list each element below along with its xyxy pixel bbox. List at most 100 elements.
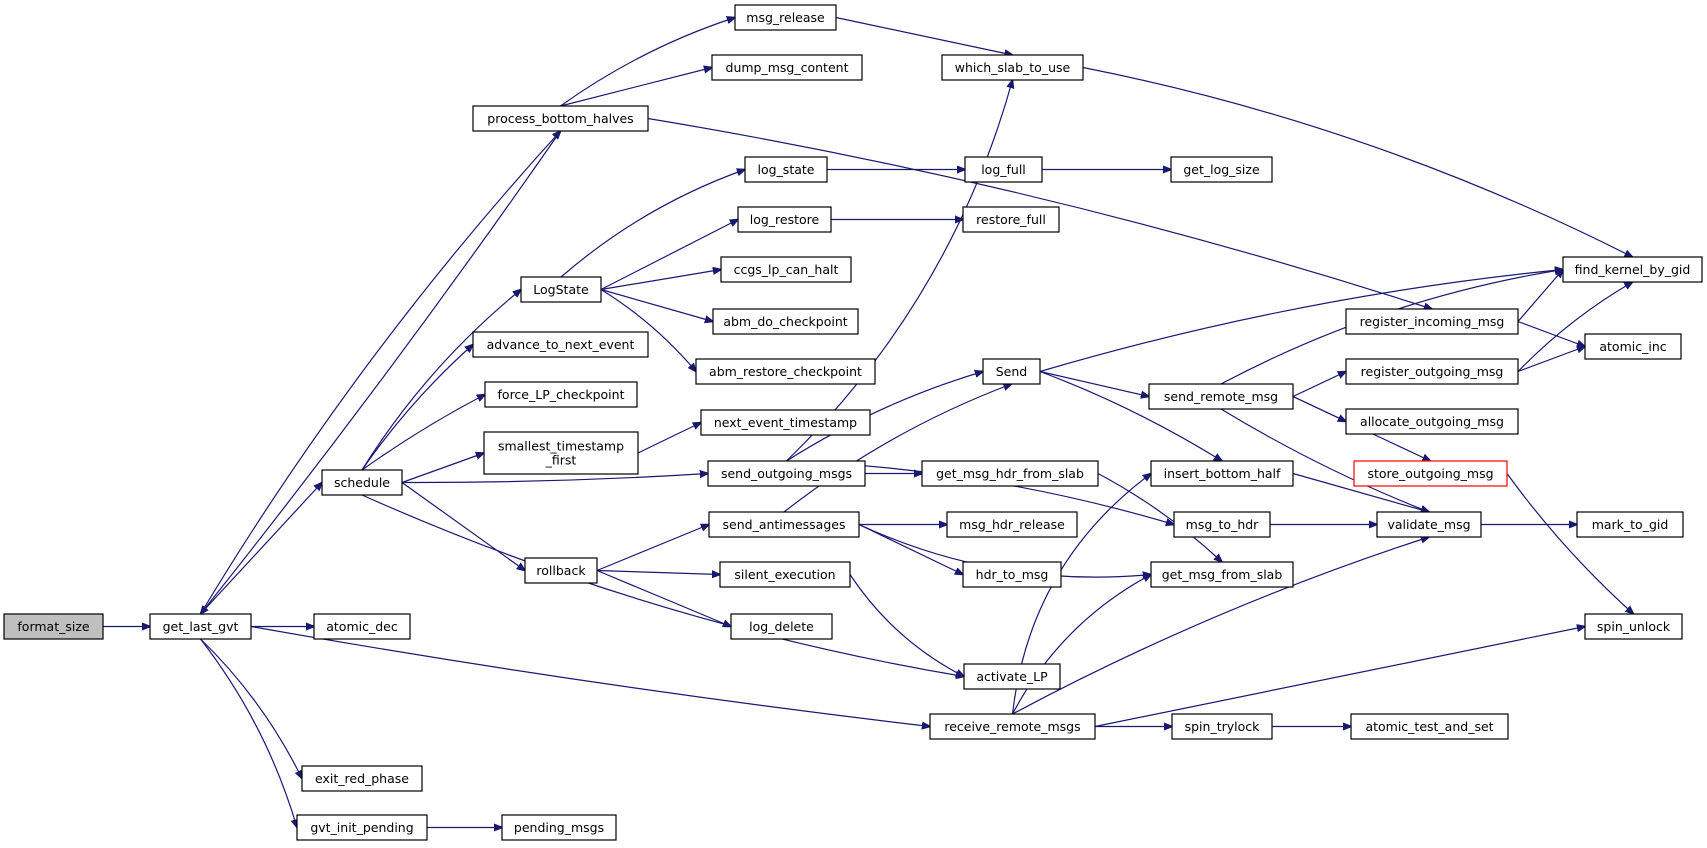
node-activate_LP[interactable]: activate_LP <box>963 663 1061 690</box>
node-allocate_outgoing_msg[interactable]: allocate_outgoing_msg <box>1345 408 1519 435</box>
node-label-silent_execution: silent_execution <box>734 567 835 582</box>
node-LogState[interactable]: LogState <box>520 276 602 303</box>
node-box-schedule <box>321 469 403 496</box>
edge-schedule-to-smallest_timestamp_first <box>401 453 484 484</box>
edge-register_incoming_msg-to-find_kernel_by_gid <box>1517 270 1563 322</box>
node-label-atomic_test_and_set: atomic_test_and_set <box>1365 719 1493 734</box>
node-label-log_full: log_full <box>981 162 1026 177</box>
node-log_restore[interactable]: log_restore <box>737 206 832 233</box>
edge-msg_release-to-which_slab_to_use <box>835 16 1013 56</box>
node-label-gvt_init_pending: gvt_init_pending <box>310 820 413 835</box>
node-register_outgoing_msg[interactable]: register_outgoing_msg <box>1345 358 1519 385</box>
node-spin_trylock[interactable]: spin_trylock <box>1171 713 1273 740</box>
node-find_kernel_by_gid[interactable]: find_kernel_by_gid <box>1562 256 1703 283</box>
node-gvt_init_pending[interactable]: gvt_init_pending <box>296 814 428 841</box>
node-get_log_size[interactable]: get_log_size <box>1170 156 1273 183</box>
node-log_full[interactable]: log_full <box>964 156 1043 183</box>
node-label-msg_release: msg_release <box>746 10 825 25</box>
edge-register_incoming_msg-to-atomic_inc <box>1517 320 1585 347</box>
node-get_msg_from_slab[interactable]: get_msg_from_slab <box>1150 561 1294 588</box>
node-box-send_outgoing_msgs <box>707 460 866 487</box>
node-validate_msg[interactable]: validate_msg <box>1376 511 1482 538</box>
node-process_bottom_halves[interactable]: process_bottom_halves <box>472 105 649 132</box>
node-label-msg_hdr_release: msg_hdr_release <box>959 517 1065 532</box>
node-box-mark_to_gid <box>1576 511 1684 538</box>
node-send_antimessages[interactable]: send_antimessages <box>708 511 860 538</box>
node-schedule[interactable]: schedule <box>321 469 403 496</box>
node-box-smallest_timestamp_first <box>483 431 639 475</box>
node-send_outgoing_msgs[interactable]: send_outgoing_msgs <box>707 460 866 487</box>
edge-LogState-to-abm_do_checkpoint <box>600 288 713 322</box>
node-abm_do_checkpoint[interactable]: abm_do_checkpoint <box>712 308 859 335</box>
node-box-log_restore <box>737 206 832 233</box>
edge-smallest_timestamp_first-to-next_event_timestamp <box>637 423 701 454</box>
node-get_msg_hdr_from_slab[interactable]: get_msg_hdr_from_slab <box>921 460 1099 487</box>
node-msg_hdr_release[interactable]: msg_hdr_release <box>946 511 1078 538</box>
node-box-get_last_gvt <box>149 613 252 640</box>
node-send_remote_msg[interactable]: send_remote_msg <box>1148 383 1294 410</box>
edge-send_remote_msg-to-register_outgoing_msg <box>1292 372 1346 398</box>
edge-get_last_gvt-to-schedule <box>200 483 323 615</box>
node-label-spin_unlock: spin_unlock <box>1597 619 1671 634</box>
node-register_incoming_msg[interactable]: register_incoming_msg <box>1345 308 1519 335</box>
node-box-hdr_to_msg <box>962 561 1062 588</box>
node-advance_to_next_event[interactable]: advance_to_next_event <box>472 331 649 358</box>
node-receive_remote_msgs[interactable]: receive_remote_msgs <box>929 713 1096 740</box>
node-msg_to_hdr[interactable]: msg_to_hdr <box>1173 511 1271 538</box>
node-box-msg_release <box>734 4 837 31</box>
node-box-exit_red_phase <box>301 765 423 792</box>
node-pending_msgs[interactable]: pending_msgs <box>501 814 617 841</box>
node-label-abm_do_checkpoint: abm_do_checkpoint <box>723 314 847 329</box>
node-box-dump_msg_content <box>711 54 863 81</box>
node-rollback[interactable]: rollback <box>524 557 598 584</box>
node-which_slab_to_use[interactable]: which_slab_to_use <box>941 54 1084 81</box>
node-ccgs_lp_can_halt[interactable]: ccgs_lp_can_halt <box>720 256 852 283</box>
node-log_state[interactable]: log_state <box>744 156 828 183</box>
node-label-rollback: rollback <box>536 563 586 578</box>
edge-get_last_gvt-to-receive_remote_msgs <box>250 625 930 727</box>
node-label-get_last_gvt: get_last_gvt <box>163 619 239 634</box>
edge-get_last_gvt-to-exit_red_phase <box>200 638 303 779</box>
node-hdr_to_msg[interactable]: hdr_to_msg <box>962 561 1062 588</box>
node-dump_msg_content[interactable]: dump_msg_content <box>711 54 863 81</box>
node-label-allocate_outgoing_msg: allocate_outgoing_msg <box>1360 414 1504 429</box>
node-atomic_test_and_set[interactable]: atomic_test_and_set <box>1350 713 1509 740</box>
node-get_last_gvt[interactable]: get_last_gvt <box>149 613 252 640</box>
node-box-gvt_init_pending <box>296 814 428 841</box>
edge-silent_execution-to-activate_LP <box>849 574 964 677</box>
node-exit_red_phase[interactable]: exit_red_phase <box>301 765 423 792</box>
edge-Send-to-find_kernel_by_gid <box>1039 270 1563 373</box>
node-force_LP_checkpoint[interactable]: force_LP_checkpoint <box>484 381 638 408</box>
node-box-register_incoming_msg <box>1345 308 1519 335</box>
node-label-receive_remote_msgs: receive_remote_msgs <box>944 719 1080 734</box>
node-abm_restore_checkpoint[interactable]: abm_restore_checkpoint <box>695 358 876 385</box>
node-store_outgoing_msg[interactable]: store_outgoing_msg <box>1353 460 1508 487</box>
node-spin_unlock[interactable]: spin_unlock <box>1584 613 1683 640</box>
node-silent_execution[interactable]: silent_execution <box>719 561 851 588</box>
node-atomic_dec[interactable]: atomic_dec <box>313 613 411 640</box>
node-next_event_timestamp[interactable]: next_event_timestamp <box>700 409 871 436</box>
node-box-process_bottom_halves <box>472 105 649 132</box>
node-smallest_timestamp_first[interactable]: smallest_timestamp_first <box>483 431 639 475</box>
node-insert_bottom_half[interactable]: insert_bottom_half <box>1150 460 1294 487</box>
edge-get_last_gvt-to-process_bottom_halves <box>199 131 561 615</box>
node-box-advance_to_next_event <box>472 331 649 358</box>
node-box-atomic_test_and_set <box>1350 713 1509 740</box>
node-mark_to_gid[interactable]: mark_to_gid <box>1576 511 1684 538</box>
node-box-receive_remote_msgs <box>929 713 1096 740</box>
node-box-register_outgoing_msg <box>1345 358 1519 385</box>
node-box-get_log_size <box>1170 156 1273 183</box>
node-Send[interactable]: Send <box>982 358 1041 385</box>
node-label-mark_to_gid: mark_to_gid <box>1592 517 1669 532</box>
edge-insert_bottom_half-to-validate_msg <box>1292 472 1429 513</box>
node-box-ccgs_lp_can_halt <box>720 256 852 283</box>
node-format_size[interactable]: format_size <box>3 613 104 640</box>
node-label-log_restore: log_restore <box>750 212 820 227</box>
node-atomic_inc[interactable]: atomic_inc <box>1584 333 1682 360</box>
node-box-format_size <box>3 613 104 640</box>
node-log_delete[interactable]: log_delete <box>730 613 833 640</box>
node-msg_release[interactable]: msg_release <box>734 4 837 31</box>
node-restore_full[interactable]: restore_full <box>962 206 1060 233</box>
node-box-atomic_dec <box>313 613 411 640</box>
node-box-log_delete <box>730 613 833 640</box>
